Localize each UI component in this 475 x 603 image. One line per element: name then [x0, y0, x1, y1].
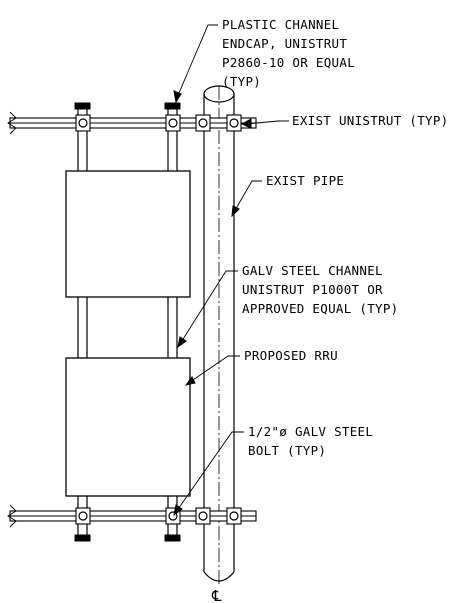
galv-channel-label: GALV STEEL CHANNEL UNISTRUT P1000T OR AP…: [242, 263, 399, 316]
bolt-label: 1/2"ø GALV STEEL BOLT (TYP): [248, 424, 381, 458]
clamps-top: [75, 114, 242, 132]
exist-pipe-label: EXIST PIPE: [266, 173, 344, 188]
proposed-rru-lower: [65, 357, 191, 497]
endcap-label-line: PLASTIC CHANNEL: [222, 17, 339, 32]
galv-channel-label-line: UNISTRUT P1000T OR: [242, 282, 383, 297]
endcap-label-line: (TYP): [222, 74, 261, 89]
endcap-label-line: P2860-10 OR EQUAL: [222, 55, 355, 70]
endcap-label: PLASTIC CHANNEL ENDCAP, UNISTRUT P2860-1…: [222, 17, 363, 89]
proposed-rru-label-line: PROPOSED RRU: [244, 348, 338, 363]
exist-pipe-label-line: EXIST PIPE: [266, 173, 344, 188]
exist-unistrut-label: EXIST UNISTRUT (TYP): [292, 113, 449, 128]
bolt-label-line: BOLT (TYP): [248, 443, 326, 458]
endcap-label-line: ENDCAP, UNISTRUT: [222, 36, 347, 51]
bottom-unistrut: [7, 504, 257, 528]
exist-pipe: [203, 85, 235, 585]
clamps-bottom: [75, 507, 242, 525]
proposed-rru-upper: [65, 170, 191, 298]
exist-unistrut-label-line: EXIST UNISTRUT (TYP): [292, 113, 449, 128]
galv-channel-label-line: GALV STEEL CHANNEL: [242, 263, 383, 278]
centerline-symbol: ℄: [211, 587, 222, 603]
leader-lines: [173, 24, 289, 517]
galv-channel-label-line: APPROVED EQUAL (TYP): [242, 301, 399, 316]
proposed-rru-label: PROPOSED RRU: [244, 348, 338, 363]
bolt-label-line: 1/2"ø GALV STEEL: [248, 424, 373, 439]
